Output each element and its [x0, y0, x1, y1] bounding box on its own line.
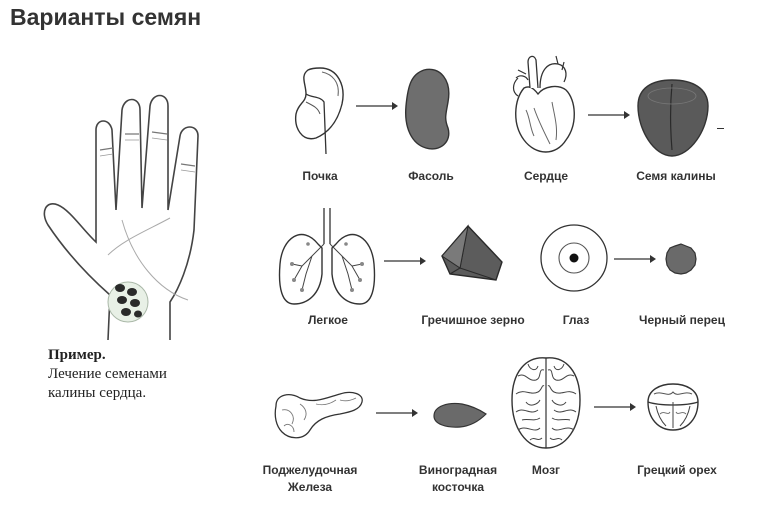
pancreas-icon: [274, 391, 363, 439]
organ-label-lung: Легкое: [308, 313, 348, 327]
eye-icon: [540, 224, 608, 292]
arrow-icon: [588, 111, 630, 119]
seed-label-grape-line2: косточка: [431, 480, 485, 494]
arrow-icon: [356, 102, 398, 110]
organ-label-heart: Сердце: [523, 169, 569, 183]
viburnum-seed-icon: [637, 79, 709, 157]
page-title: Варианты семян: [10, 4, 202, 30]
buckwheat-grain-icon: [441, 224, 503, 281]
kidney-icon: [295, 67, 344, 154]
seed-label-grape: Виноградная косточка: [402, 462, 514, 496]
lungs-icon: [278, 208, 376, 305]
organ-label-pancreas: Поджелудочная Железа: [250, 462, 370, 496]
arrow-icon: [384, 257, 426, 265]
heart-icon: [512, 55, 575, 153]
walnut-icon: [647, 383, 699, 431]
arrow-icon: [594, 403, 636, 411]
organ-label-pancreas-line1: Поджелудочная: [262, 463, 358, 477]
black-pepper-icon: [665, 243, 697, 275]
example-line-1: Лечение семенами: [48, 366, 167, 382]
organ-label-eye: Глаз: [562, 313, 590, 327]
grape-seed-icon: [433, 402, 487, 428]
hand-illustration-icon: [43, 94, 199, 340]
bean-icon: [405, 68, 450, 150]
organ-label-brain: Мозг: [531, 463, 561, 477]
dash-mark: [717, 128, 724, 129]
arrow-icon: [376, 409, 418, 417]
example-line-2: калины сердца.: [48, 385, 147, 401]
seed-label-pepper: Черный перец: [639, 313, 725, 327]
seed-label-bean: Фасоль: [408, 169, 454, 183]
arrow-icon: [614, 255, 656, 263]
seed-label-grape-line1: Виноградная: [418, 463, 498, 477]
seed-label-buckwheat: Гречишное зерно: [421, 313, 525, 327]
seed-label-viburnum: Семя калины: [636, 169, 716, 183]
organ-label-pancreas-line2: Железа: [287, 480, 333, 494]
example-heading: Пример.: [48, 347, 106, 363]
seed-label-walnut: Грецкий орех: [637, 463, 717, 477]
organ-label-kidney: Почка: [302, 169, 338, 183]
brain-icon: [511, 357, 581, 449]
example-caption: Пример. Лечение семенами калины сердца.: [48, 346, 268, 403]
